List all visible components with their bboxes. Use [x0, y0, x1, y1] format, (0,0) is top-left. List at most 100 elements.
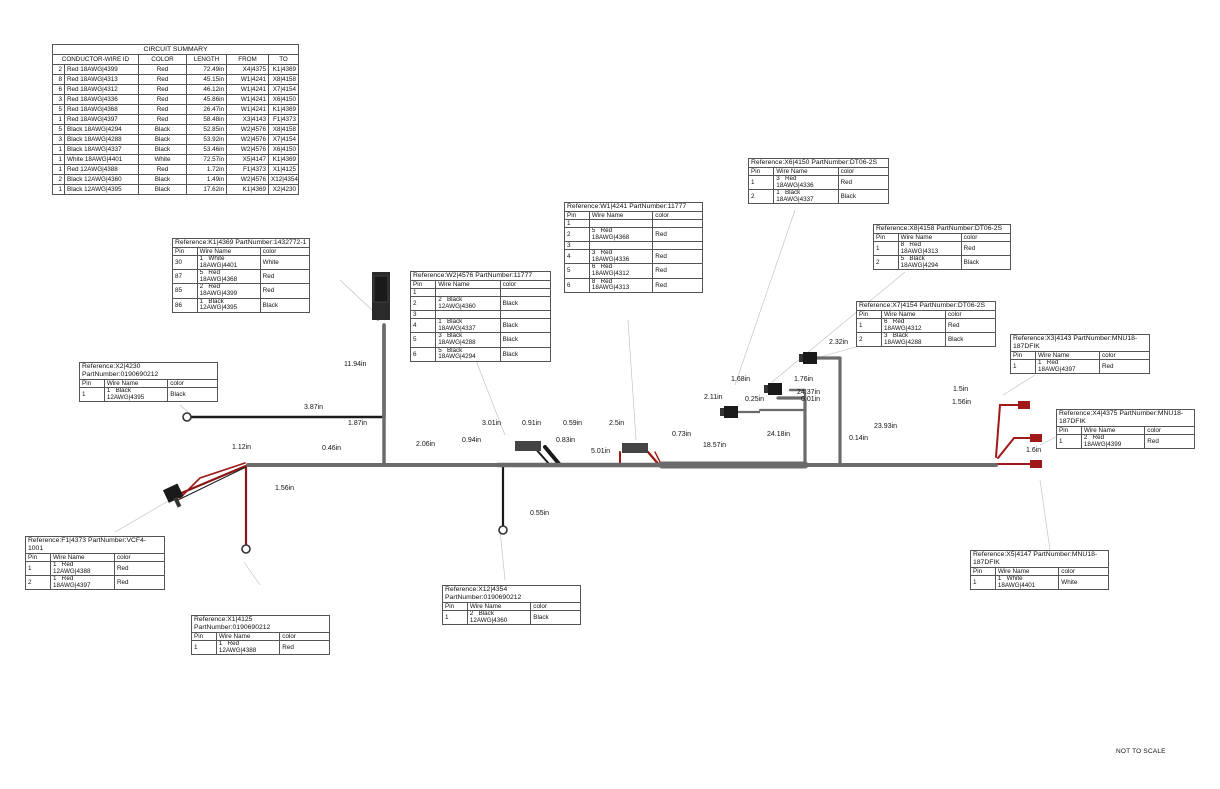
- summary-cell-to: K1|4369: [267, 64, 300, 75]
- pin-number: 2: [24, 575, 52, 591]
- harness-trunk: [246, 323, 998, 469]
- connector-column-header: Wire Name: [50, 553, 115, 562]
- connector-title-line: Reference:X1|4125: [194, 616, 253, 624]
- connector-title-line: 187DFIK: [973, 559, 1000, 566]
- terminal-x4-icon: [1030, 434, 1042, 442]
- length-label: 23.93in: [874, 423, 897, 430]
- summary-cell-id: 1: [52, 114, 65, 125]
- summary-cell-length: 45.86in: [186, 94, 227, 105]
- wire-color: [499, 310, 552, 320]
- connector-column-header: Wire Name: [435, 280, 501, 289]
- wire-color: Black: [167, 386, 218, 403]
- connector-title-line: Reference:W1|4241 PartNumber:11777: [567, 203, 687, 211]
- summary-cell-wire: Red 18AWG|4399: [64, 64, 139, 75]
- summary-cell-from: W1|4241: [226, 104, 269, 115]
- connector-title: Reference:W2|4576 PartNumber:11777: [410, 271, 551, 281]
- wire-name: 5 Black 18AWG|4294: [438, 347, 476, 361]
- wire-name-cell: 3 Black 18AWG|4288: [435, 332, 501, 348]
- wire-name-cell: [435, 288, 501, 297]
- summary-cell-wire: Red 18AWG|4336: [64, 94, 139, 105]
- wire-name: 1 Black 12AWG|4395: [199, 298, 238, 312]
- length-label: 3.87in: [304, 404, 323, 411]
- pin-number: 1: [970, 574, 996, 591]
- length-label: 1.6in: [1026, 447, 1041, 454]
- wire-name: 1 Red 18AWG|4397: [1038, 359, 1076, 373]
- wire-color: Red: [652, 226, 703, 243]
- wire-color: Red: [259, 269, 311, 285]
- pin-number: 1: [855, 317, 883, 334]
- wire-color: Black: [837, 189, 890, 205]
- summary-cell-to: X12|4354: [267, 174, 300, 185]
- pin-number: 2: [855, 332, 883, 348]
- splice-w1-icon: [622, 443, 648, 453]
- summary-cell-wire: Black 18AWG|4337: [64, 144, 139, 155]
- summary-column-header: FROM: [226, 54, 269, 65]
- connector-column-header: Pin: [747, 167, 775, 176]
- summary-cell-to: K1|4369: [267, 154, 300, 165]
- connector-column-header: Wire Name: [215, 632, 281, 641]
- wire-name-cell: 3 Red 18AWG|4336: [773, 174, 839, 191]
- connector-column-header: color: [499, 280, 552, 289]
- summary-cell-id: 1: [52, 184, 65, 195]
- wire-name: 1 Black 12AWG|4395: [106, 387, 145, 401]
- summary-cell-id: 2: [52, 174, 65, 185]
- length-label: 2.06in: [416, 441, 435, 448]
- wire-color: Black: [499, 332, 552, 348]
- leader-lines: [114, 209, 1061, 586]
- connector-title-line: Reference:X5|4147 PartNumber:MNU18-: [973, 551, 1098, 559]
- wire-name-cell: 6 Red 18AWG|4312: [588, 263, 654, 279]
- connector-title-line: Reference:X6|4150 PartNumber:DT06-2S: [751, 159, 878, 167]
- connector-title-line: Reference:F1|4373 PartNumber:VCF4-: [28, 537, 147, 545]
- connector-column-header: Wire Name: [1035, 351, 1100, 360]
- connector-pin-row: 1: [564, 219, 703, 228]
- connector-column-header: color: [944, 310, 997, 319]
- summary-cell-id: 6: [52, 84, 65, 95]
- length-label: 1.56in: [275, 485, 294, 492]
- wire-name-cell: [588, 241, 654, 251]
- ring-terminal-x12-icon: [498, 525, 508, 535]
- wire-name-cell: 5 Black 18AWG|4294: [435, 346, 501, 362]
- pin-number: 6: [409, 346, 437, 362]
- wire-name-cell: 1 Red 12AWG|4388: [215, 639, 281, 656]
- summary-cell-from: W2|4576: [226, 174, 269, 185]
- length-label: 2.5in: [609, 420, 624, 427]
- summary-cell-wire: Black 18AWG|4288: [64, 134, 139, 145]
- length-label: 1.56in: [952, 399, 971, 406]
- wire-name-cell: 2 Red 18AWG|4399: [196, 283, 261, 299]
- pin-number: 85: [172, 283, 198, 299]
- wire-name: 1 White 18AWG|4401: [199, 255, 238, 269]
- wire-name-cell: 2 Black 12AWG|4360: [466, 609, 532, 626]
- wire-name: 2 Red 18AWG|4399: [199, 283, 238, 297]
- wire-color: [499, 288, 552, 297]
- summary-cell-from: W2|4576: [226, 144, 269, 155]
- wire-color: Black: [960, 255, 1012, 271]
- pin-number: 3: [409, 310, 437, 320]
- pin-number: 4: [564, 249, 590, 265]
- connector-column-header: Wire Name: [881, 310, 946, 319]
- length-label: 0.46in: [322, 445, 341, 452]
- wire-w2-black: [543, 445, 562, 467]
- wire-name-cell: 8 Red 18AWG|4313: [897, 240, 962, 257]
- wire-name: 2 Red 18AWG|4399: [1083, 434, 1122, 448]
- pin-number: 3: [564, 241, 590, 251]
- summary-cell-from: W1|4241: [226, 74, 269, 85]
- wire-name-cell: 2 Red 18AWG|4399: [1080, 433, 1146, 450]
- splice-w2-icon: [515, 441, 541, 451]
- summary-cell-to: F1|4373: [267, 114, 300, 125]
- wire-name: 2 Black 12AWG|4360: [438, 296, 476, 310]
- wire-name: 6 Red 18AWG|4312: [884, 318, 922, 332]
- connector-column-header: color: [652, 211, 703, 220]
- summary-cell-length: 72.49in: [186, 64, 227, 75]
- connector-title: Reference:X6|4150 PartNumber:DT06-2S: [748, 158, 889, 168]
- pin-number: 1: [564, 219, 590, 228]
